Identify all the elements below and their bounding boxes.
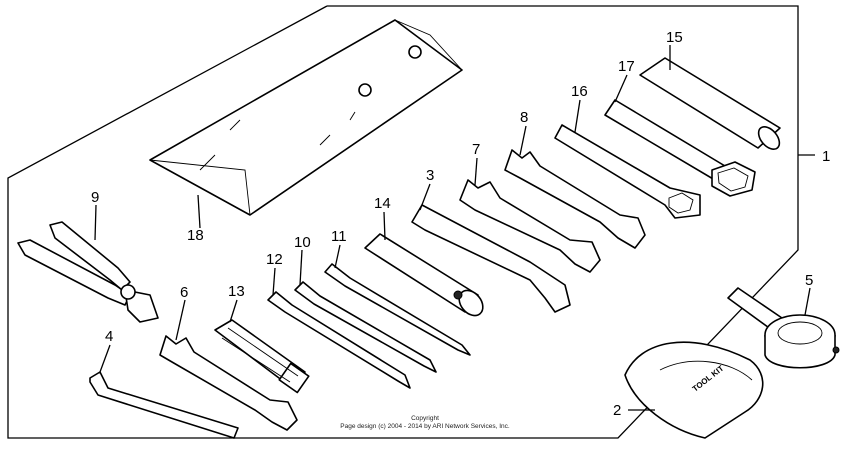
screwdriver-flat xyxy=(294,281,437,373)
open-end-wrench-8 xyxy=(504,149,646,249)
screwdriver-double xyxy=(267,291,411,389)
copyright-line-2: Page design (c) 2004 - 2014 by ARI Netwo… xyxy=(340,423,510,430)
callout-14: 14 xyxy=(374,195,391,212)
callout-10: 10 xyxy=(294,234,311,251)
callout-12: 12 xyxy=(266,251,283,268)
plug-wrench xyxy=(364,233,484,317)
callout-8: 8 xyxy=(520,109,528,126)
callout-5: 5 xyxy=(805,272,813,289)
callout-17: 17 xyxy=(618,58,635,75)
spoke-tool xyxy=(727,287,840,369)
screwdriver-handle xyxy=(214,319,310,394)
callout-3: 3 xyxy=(426,167,434,184)
tool-pouch: TOOL KIT xyxy=(624,341,764,439)
callout-1: 1 xyxy=(822,148,830,165)
tool-roll-bag xyxy=(149,19,463,216)
callout-4: 4 xyxy=(105,328,113,345)
pliers xyxy=(17,221,159,323)
open-end-wrench-7 xyxy=(459,179,601,273)
copyright-line-1: Copyright xyxy=(411,415,439,422)
grip-cover xyxy=(639,57,781,151)
callout-6: 6 xyxy=(180,284,188,301)
pin-spanner xyxy=(411,204,571,313)
callout-7: 7 xyxy=(472,141,480,158)
callout-15: 15 xyxy=(666,29,683,46)
box-wrench xyxy=(554,124,756,219)
callout-9: 9 xyxy=(91,189,99,206)
kit-boundary xyxy=(7,5,799,439)
callout-13: 13 xyxy=(228,283,245,300)
callout-2: 2 xyxy=(613,402,621,419)
leader-lines xyxy=(94,45,815,411)
open-end-wrench-6 xyxy=(159,335,298,431)
callout-18: 18 xyxy=(187,227,204,244)
hex-key xyxy=(89,371,239,439)
callout-16: 16 xyxy=(571,83,588,100)
callout-11: 11 xyxy=(331,228,347,245)
